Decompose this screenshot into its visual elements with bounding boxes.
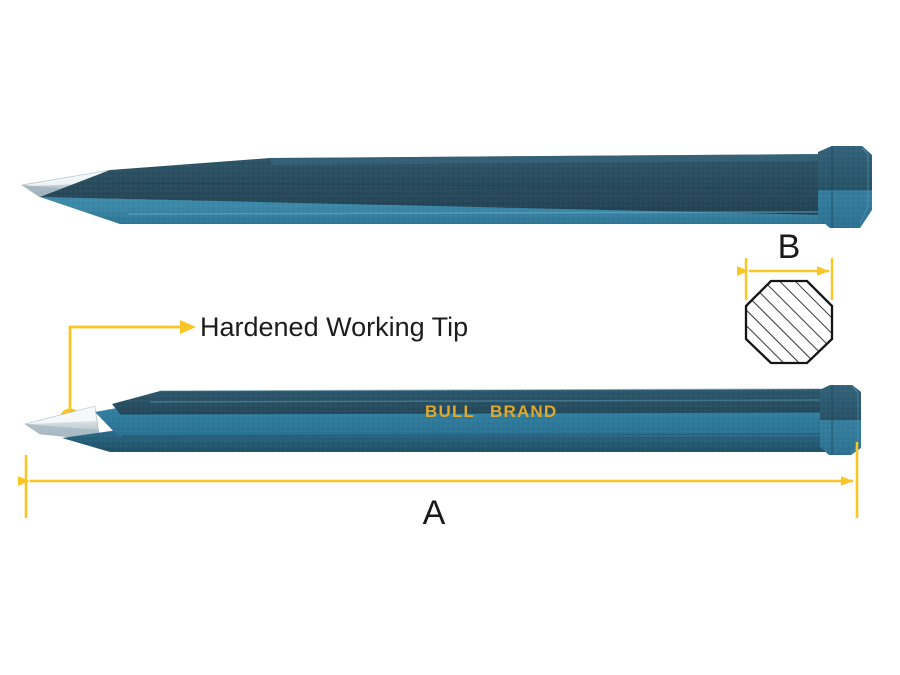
top-bar-view (21, 146, 872, 228)
callout-label: Hardened Working Tip (200, 312, 468, 342)
top-bar-hex-collar (818, 146, 872, 228)
dimension-a-label: A (423, 494, 446, 532)
bottom-bar-edge-upper (119, 411, 827, 415)
bottom-bar-hardened-tip (24, 405, 101, 441)
bottom-bar-mid-highlight (149, 399, 827, 403)
top-bar-facet-edge (111, 182, 827, 189)
brand-marking-bull: BULL (425, 402, 475, 421)
bottom-bar-top-highlight (159, 388, 827, 392)
top-bar-lower-highlight (127, 211, 827, 215)
dimension-a-group: A (18, 442, 859, 532)
bottom-bar-hex-collar (820, 385, 861, 455)
brand-marking-brand: BRAND (490, 402, 557, 421)
bottom-bar-edge-lower (121, 433, 827, 437)
callout-arrowhead-icon (180, 320, 196, 334)
callout-leader-line (68, 325, 192, 418)
bottom-bar-view: BULL BRAND (24, 385, 861, 455)
dimension-b-label: B (778, 228, 801, 266)
cross-section-group: B (737, 228, 834, 365)
hardened-tip-callout: Hardened Working Tip (59, 312, 468, 430)
octagon-cross-section (744, 279, 834, 365)
top-bar-top-chamfer (270, 154, 826, 165)
